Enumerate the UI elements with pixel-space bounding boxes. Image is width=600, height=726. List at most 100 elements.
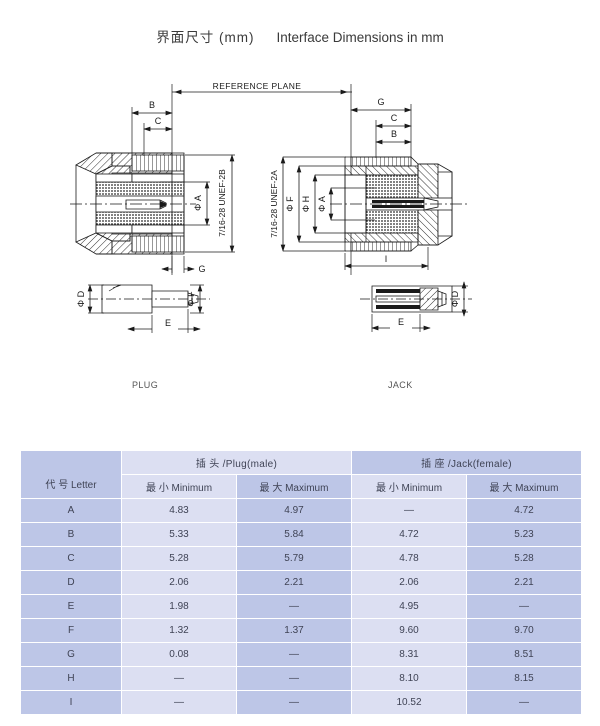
- plug-min-cell: 1.32: [122, 619, 236, 642]
- jack-label-dia-H: Φ H: [301, 196, 311, 212]
- jack-dimension-dia-F: [296, 165, 346, 243]
- plug-max-cell: 1.37: [237, 619, 351, 642]
- jack-max-cell: —: [467, 691, 582, 714]
- plug-max-cell: 5.84: [237, 523, 351, 546]
- plug-label-C: C: [155, 116, 162, 126]
- jack-label-C: C: [391, 113, 398, 123]
- plug-label-dia-A: Φ A: [193, 195, 203, 211]
- table-group-header-row: 代 号 Letter 插 头 /Plug(male) 插 座 /Jack(fem…: [21, 451, 582, 498]
- jack-min-cell: 8.10: [352, 667, 466, 690]
- reference-plane-label: REFERENCE PLANE: [213, 81, 302, 91]
- jack-max-cell: 5.28: [467, 547, 582, 570]
- jack-dimension-dia-A: [328, 187, 375, 221]
- jack-label-thread: 7/16-28 UNEF-2A: [269, 170, 279, 238]
- jack-thread-dimension: [280, 156, 346, 252]
- jack-max-cell: 8.51: [467, 643, 582, 666]
- plug-min-cell: —: [122, 667, 236, 690]
- plug-min-cell: —: [122, 691, 236, 714]
- dimension-table: 代 号 Letter 插 头 /Plug(male) 插 座 /Jack(fem…: [20, 450, 583, 715]
- jack-max-cell: 8.15: [467, 667, 582, 690]
- jack-dimension-G: [350, 104, 412, 158]
- letter-cell: G: [21, 643, 121, 666]
- plug-dimension-dia-A: [160, 181, 210, 226]
- jack-max-cell: 5.23: [467, 523, 582, 546]
- plug-pin-detail: [87, 284, 210, 333]
- jack-socket-detail: [360, 281, 472, 332]
- plug-caption: PLUG: [132, 380, 159, 390]
- table-row: I——10.52—: [21, 691, 582, 714]
- plug-min-cell: 0.08: [122, 643, 236, 666]
- jack-min-cell: 4.72: [352, 523, 466, 546]
- plug-min-cell: 5.28: [122, 547, 236, 570]
- letter-cell: D: [21, 571, 121, 594]
- jack-dimension-C: [375, 120, 412, 158]
- jack-max-cell: 9.70: [467, 619, 582, 642]
- reference-plane-dimension: [171, 84, 352, 275]
- plug-max-cell: 2.21: [237, 571, 351, 594]
- group-header-jack: 插 座 /Jack(female): [352, 451, 582, 474]
- plug-label-B: B: [149, 100, 155, 110]
- jack-max-cell: 2.21: [467, 571, 582, 594]
- plug-dimension-B: [131, 107, 173, 156]
- letter-cell: F: [21, 619, 121, 642]
- plug-pin-label-dia-F: Φ F: [186, 291, 196, 307]
- header-plug-minimum: 最 小 Minimum: [122, 475, 236, 498]
- jack-max-cell: —: [467, 595, 582, 618]
- jack-label-G: G: [377, 97, 384, 107]
- header-letter: 代 号 Letter: [45, 480, 97, 491]
- plug-max-cell: —: [237, 643, 351, 666]
- letter-cell: I: [21, 691, 121, 714]
- plug-min-cell: 5.33: [122, 523, 236, 546]
- page-title: 界面尺寸 (mm) Interface Dimensions in mm: [0, 26, 600, 46]
- plug-dimension-C: [143, 123, 173, 156]
- jack-label-I: I: [385, 254, 388, 264]
- jack-min-cell: 8.31: [352, 643, 466, 666]
- plug-dimension-G: [161, 256, 195, 273]
- jack-dimension-dia-H: [312, 174, 367, 234]
- plug-min-cell: 1.98: [122, 595, 236, 618]
- interface-drawing: REFERENCE PLANE: [0, 70, 600, 400]
- page-title-chinese: 界面尺寸 (mm): [156, 30, 255, 45]
- plug-thread-dimension: [185, 154, 235, 253]
- header-jack-maximum: 最 大 Maximum: [467, 475, 582, 498]
- letter-cell: H: [21, 667, 121, 690]
- jack-min-cell: 4.95: [352, 595, 466, 618]
- jack-label-dia-F: Φ F: [285, 196, 295, 212]
- plug-max-cell: —: [237, 691, 351, 714]
- jack-min-cell: 2.06: [352, 571, 466, 594]
- jack-label-dia-A: Φ A: [317, 196, 327, 212]
- plug-cross-section: [70, 152, 196, 255]
- header-jack-minimum: 最 小 Minimum: [352, 475, 466, 498]
- table-column-header-row: 最 小 Minimum 最 大 Maximum 最 小 Minimum 最 大 …: [21, 475, 582, 498]
- header-plug-maximum: 最 大 Maximum: [237, 475, 351, 498]
- plug-max-cell: 4.97: [237, 499, 351, 522]
- page-title-english: Interface Dimensions in mm: [276, 30, 444, 45]
- jack-min-cell: —: [352, 499, 466, 522]
- jack-max-cell: 4.72: [467, 499, 582, 522]
- plug-pin-label-E: E: [165, 318, 171, 328]
- table-corner-cell: 代 号 Letter: [21, 451, 121, 498]
- jack-label-B: B: [391, 129, 397, 139]
- jack-min-cell: 10.52: [352, 691, 466, 714]
- letter-cell: E: [21, 595, 121, 618]
- plug-min-cell: 4.83: [122, 499, 236, 522]
- jack-socket-label-dia-D: Φ D: [450, 290, 460, 307]
- plug-min-cell: 2.06: [122, 571, 236, 594]
- plug-max-cell: —: [237, 595, 351, 618]
- letter-cell: A: [21, 499, 121, 522]
- plug-label-thread: 7/16-28 UNEF-2B: [217, 169, 227, 237]
- group-header-plug: 插 头 /Plug(male): [122, 451, 351, 474]
- letter-cell: C: [21, 547, 121, 570]
- letter-cell: B: [21, 523, 121, 546]
- plug-max-cell: 5.79: [237, 547, 351, 570]
- plug-max-cell: —: [237, 667, 351, 690]
- plug-label-G: G: [198, 264, 205, 274]
- jack-min-cell: 9.60: [352, 619, 466, 642]
- jack-dimension-I: [344, 247, 429, 270]
